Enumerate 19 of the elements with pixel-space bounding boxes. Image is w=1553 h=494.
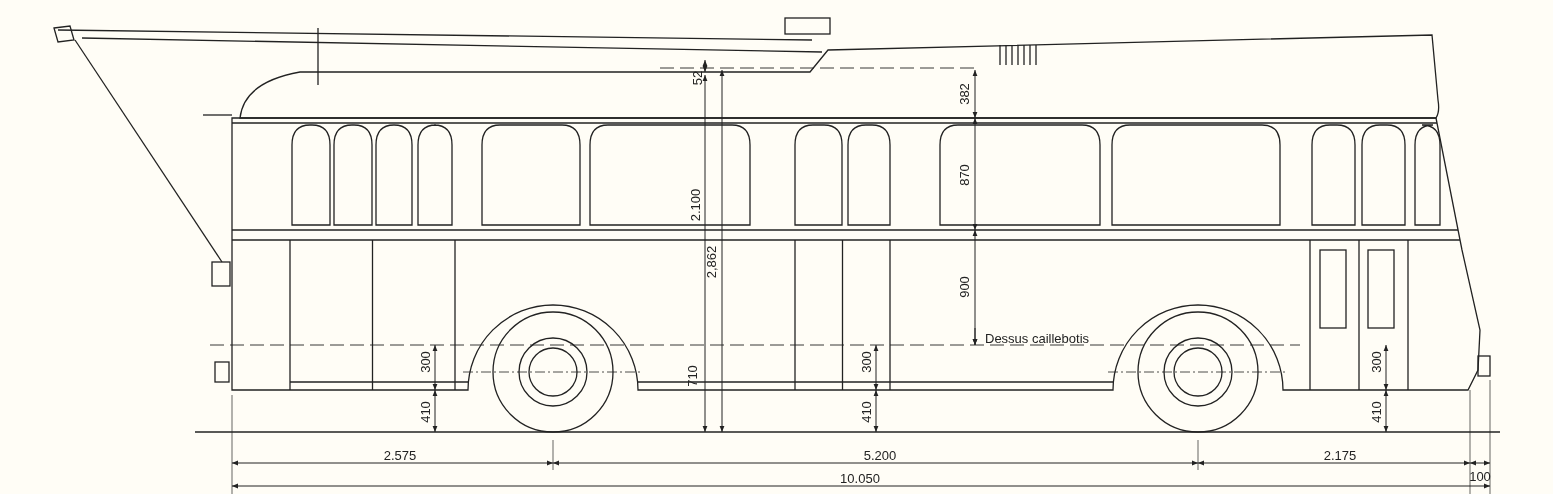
dimension-value: 382 — [957, 83, 971, 105]
dimension-value: 2.100 — [688, 188, 702, 222]
dimension-value: 410 — [859, 401, 873, 423]
dimension-value: 410 — [1369, 401, 1383, 423]
dimension-value: 300 — [1369, 351, 1383, 373]
dimension-value: 100 — [1469, 469, 1491, 483]
dimension-value: 710 — [685, 365, 699, 387]
dimension-value: 300 — [859, 351, 873, 373]
dimension-value: 10.050 — [840, 471, 880, 485]
dimension-value: 2.575 — [383, 448, 417, 462]
dimension-value: 410 — [418, 401, 432, 423]
dimension-value: 300 — [418, 351, 432, 373]
dimension-value: 900 — [957, 276, 971, 298]
dimension-value: 2.175 — [1323, 448, 1357, 462]
dimension-value: 870 — [957, 164, 971, 186]
dimension-value: 2,862 — [704, 245, 718, 279]
dimension-value: 52 — [690, 70, 704, 86]
dimension-value: 5.200 — [863, 448, 897, 462]
annotation-text: Dessus caillebotis — [985, 331, 1090, 345]
